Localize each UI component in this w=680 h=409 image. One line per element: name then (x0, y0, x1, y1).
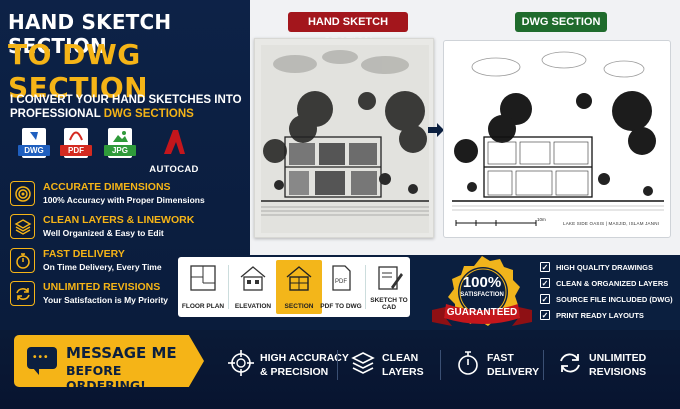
jpg-label: JPG (104, 145, 136, 156)
elevation-icon (240, 266, 266, 291)
jpg-file-icon: JPG (102, 128, 138, 172)
feature-title: FAST DELIVERY (43, 248, 125, 260)
target-icon (10, 181, 35, 206)
benefit-item: ✓HIGH QUALITY DRAWINGS (540, 262, 653, 272)
feature-clean-layers: CLEAN LAYERS & LINEWORK Well Organized &… (10, 213, 246, 243)
subhead-prefix: PROFESSIONAL (10, 108, 104, 120)
service-label: PDF TO DWG (320, 303, 362, 310)
cta-line1: MESSAGE ME (66, 344, 177, 362)
subhead-line1: I CONVERT YOUR HAND SKETCHES INTO (10, 94, 242, 106)
sketch-to-cad-icon (378, 266, 403, 290)
feature-fast-delivery: FAST DELIVERY On Time Delivery, Every Ti… (10, 247, 246, 277)
satisfaction-guaranteed-seal: 100% SATISFACTION GUARANTEED (430, 254, 534, 336)
feature-unlimited-revisions: UNLIMITED REVISIONS Your Satisfaction is… (10, 280, 246, 310)
perk-divider (543, 350, 544, 380)
scale-label: 10m (537, 217, 546, 222)
seal-satisfaction: SATISFACTION (460, 292, 504, 298)
arrow-right-icon (428, 123, 444, 137)
feature-accurate-dimensions: ACCURATE DIMENSIONS 100% Accuracy with P… (10, 180, 246, 210)
service-label: SKETCH TO CAD (370, 297, 408, 311)
benefit-item: ✓PRINT READY LAYOUTS (540, 310, 644, 320)
file-formats-row: DWG PDF JPG AUTOCAD (16, 128, 246, 175)
layers-icon (351, 352, 375, 374)
crosshair-icon (228, 350, 254, 376)
pdf-label: PDF (60, 145, 92, 156)
message-me-button[interactable]: ••• MESSAGE ME BEFORE ORDERING! (14, 335, 204, 387)
dwg-section-image (443, 40, 671, 238)
headline-line1: HAND SKETCH SECTION (8, 10, 172, 58)
service-elevation[interactable]: ELEVATION (230, 260, 276, 314)
pdf-file-icon: PDF (58, 128, 94, 172)
service-label: SECTION (284, 303, 314, 310)
subhead-highlight: DWG SECTIONS (103, 108, 194, 120)
feature-subtitle: Well Organized & Easy to Edit (43, 228, 164, 238)
headline-line2: TO DWG SECTION (8, 38, 149, 104)
layers-icon (10, 214, 35, 239)
feature-subtitle: On Time Delivery, Every Time (43, 262, 162, 272)
stopwatch-icon (10, 248, 35, 273)
floor-plan-icon (190, 265, 216, 291)
drawing-caption: LAKE SIDE OASIS | MASJID, ISLAM JANNI (563, 221, 660, 226)
service-section[interactable]: SECTION (276, 260, 322, 314)
feature-title: CLEAN LAYERS & LINEWORK (43, 214, 195, 226)
service-pdf-to-dwg[interactable]: PDF PDF TO DWG (318, 260, 364, 314)
service-divider (228, 265, 229, 309)
benefit-item: ✓CLEAN & ORGANIZED LAYERS (540, 278, 669, 288)
svg-text:PDF: PDF (335, 279, 347, 285)
hand-sketch-image (254, 38, 434, 238)
seal-percent: 100% (462, 274, 502, 291)
hand-sketch-label: HAND SKETCH SECTION (288, 12, 408, 48)
perk-text: HIGH ACCURACY& PRECISION (260, 352, 349, 378)
subheadline: I CONVERT YOUR HAND SKETCHES INTO PROFES… (10, 93, 250, 121)
service-label: FLOOR PLAN (181, 303, 225, 310)
stopwatch-icon (458, 351, 478, 375)
refresh-icon (560, 353, 580, 373)
feature-title: UNLIMITED REVISIONS (43, 281, 161, 293)
pdf-to-dwg-icon: PDF (332, 265, 351, 291)
dwg-label: DWG (18, 145, 50, 156)
feature-subtitle: Your Satisfaction is My Priority (43, 295, 169, 305)
checkbox-icon: ✓ (540, 294, 550, 304)
checkbox-icon: ✓ (540, 278, 550, 288)
chat-bubble-icon: ••• (27, 347, 57, 375)
checkbox-icon: ✓ (540, 262, 550, 272)
subhead-line2: PROFESSIONAL DWG SECTIONS (10, 107, 250, 121)
perk-divider (337, 350, 338, 380)
benefit-item: ✓SOURCE FILE INCLUDED (DWG) (540, 294, 673, 304)
checkbox-icon: ✓ (540, 310, 550, 320)
service-floor-plan[interactable]: FLOOR PLAN (180, 260, 226, 314)
service-divider (365, 265, 366, 309)
perk-accuracy: HIGH ACCURACY& PRECISION (228, 350, 349, 380)
seal-guaranteed: GUARANTEED (446, 307, 518, 318)
service-sketch-to-cad[interactable]: SKETCH TO CAD (366, 260, 412, 314)
feature-title: ACCURATE DIMENSIONS (43, 181, 171, 193)
service-label: ELEVATION (234, 303, 272, 310)
dwg-section-label: DWG SECTION (515, 12, 607, 32)
dwg-file-icon: DWG (16, 128, 52, 172)
cta-line2: BEFORE ORDERING! (66, 363, 146, 393)
services-strip: FLOOR PLAN ELEVATION SECTION PDF PDF TO … (178, 257, 410, 317)
section-icon (286, 266, 312, 291)
refresh-icon (10, 281, 35, 306)
autocad-label: AUTOCAD (149, 164, 199, 175)
perk-divider (440, 350, 441, 380)
autocad-logo-icon: AUTOCAD (144, 128, 204, 175)
feature-subtitle: 100% Accuracy with Proper Dimensions (43, 195, 205, 205)
